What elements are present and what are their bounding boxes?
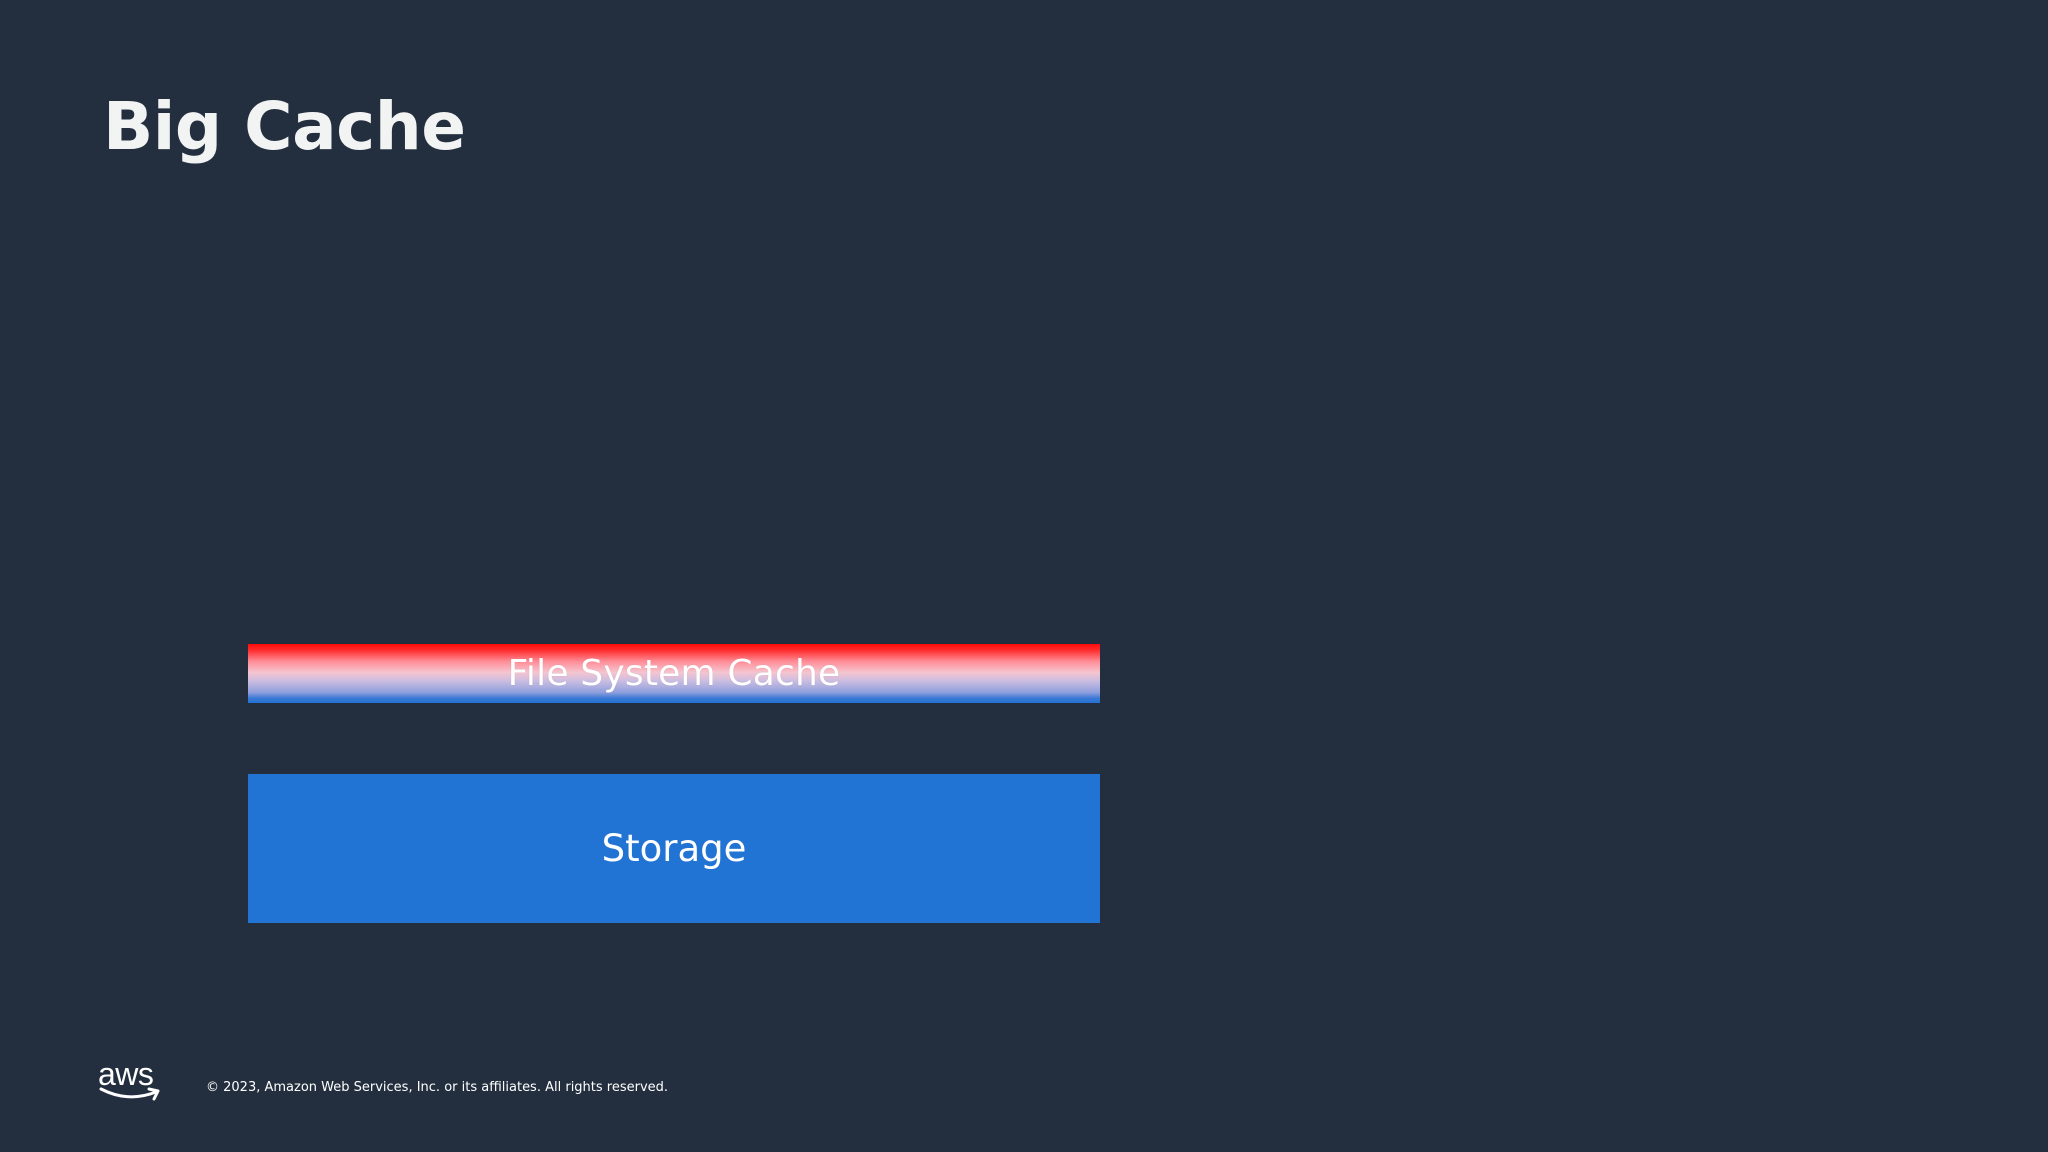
storage-box: Storage [248, 774, 1100, 923]
aws-smile-icon [99, 1087, 160, 1101]
aws-logo: aws [98, 1058, 164, 1104]
file-system-cache-label: File System Cache [507, 653, 841, 694]
copyright-notice: © 2023, Amazon Web Services, Inc. or its… [206, 1080, 669, 1095]
file-system-cache-box: File System Cache [248, 644, 1100, 703]
aws-logo-text: aws [98, 1056, 154, 1092]
slide-title: Big Cache [103, 88, 466, 165]
storage-label: Storage [601, 827, 747, 870]
